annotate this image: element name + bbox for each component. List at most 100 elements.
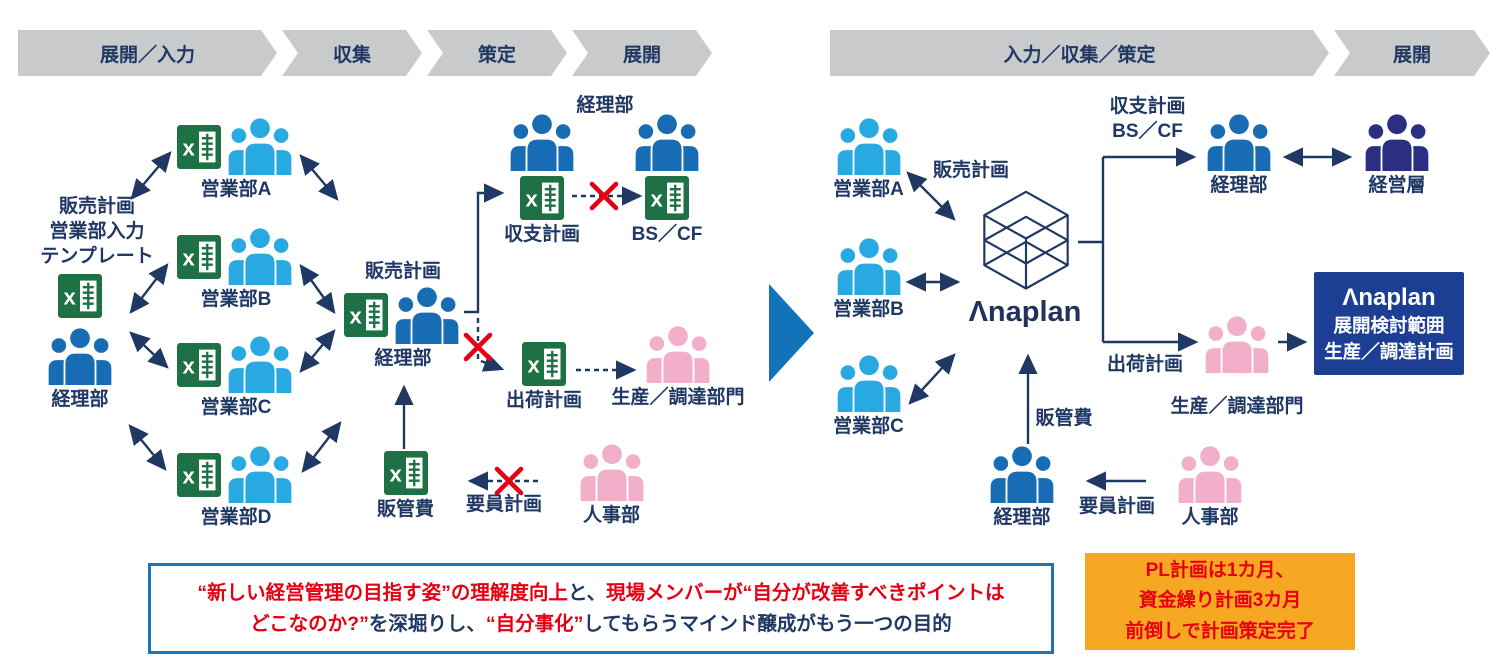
seisan-label: 生産／調達部門 xyxy=(1170,396,1304,417)
shushi-bscf-label: 収支計画 BS／CF xyxy=(1095,94,1200,144)
shukka-plan-label: 出荷計画 xyxy=(505,390,582,411)
dept-c-node-after: 営業部C xyxy=(826,355,911,439)
template-label-line: 営業部入力 xyxy=(49,221,145,243)
note-segment: と、 xyxy=(567,582,607,605)
stage-label: 入力／収集／策定 xyxy=(1003,44,1156,66)
keiri-label: 経理部 xyxy=(374,347,432,369)
note-segment: を深堀りし、 xyxy=(368,612,486,635)
people-icon xyxy=(987,446,1057,503)
stage-label: 策定 xyxy=(477,44,516,66)
purpose-note-box: “新しい経営管理の目指す姿”の理解度向上と、現場メンバーが“自分が改善すべきポイ… xyxy=(148,563,1054,654)
dept-c-label: 営業部C xyxy=(200,397,272,418)
hankanhi-label: 販管費 xyxy=(376,499,434,520)
stage-label: 収集 xyxy=(332,44,371,66)
jinji-node-after: 人事部 xyxy=(1170,446,1250,530)
note-segment: 現場メンバーが“自分が改善すべきポイントは xyxy=(606,582,1005,605)
dept-b-node: 営業部B xyxy=(175,228,297,312)
note-segment: “自分事化” xyxy=(485,612,584,635)
people-icon xyxy=(225,118,295,175)
yoin-plan-label-after: 要員計画 xyxy=(1078,496,1155,517)
excel-icon xyxy=(177,125,221,169)
stage-deploy: 展開 xyxy=(572,30,712,76)
result-highlight-box: PL計画は1カ月、 資金繰り計画3カ月 前倒しで計画策定完了 xyxy=(1085,553,1355,650)
template-label-line: 販売計画 xyxy=(58,196,135,217)
result-line: 資金繰り計画3カ月 xyxy=(1138,590,1302,612)
result-line: PL計画は1カ月、 xyxy=(1145,559,1295,581)
stage-deploy-input: 展開／入力 xyxy=(18,30,277,76)
stage-label: 展開 xyxy=(622,44,661,66)
hankanhi-label-after: 販管費 xyxy=(1035,408,1093,429)
people-icon xyxy=(392,287,462,344)
people-icon xyxy=(1204,114,1274,171)
anaplan-cube-icon xyxy=(976,190,1076,292)
scope-line: 生産／調達計画 xyxy=(1324,340,1454,362)
shukka-plan-label-after: 出荷計画 xyxy=(1106,354,1183,375)
yoin-plan-label: 要員計画 xyxy=(465,494,542,515)
dept-a-node-after: 営業部A xyxy=(826,118,911,202)
stage-formulate: 策定 xyxy=(427,30,567,76)
shushi-label-line: 収支計画 xyxy=(1109,96,1186,117)
stage-label: 展開／入力 xyxy=(99,44,195,66)
dept-d-label: 営業部D xyxy=(200,507,272,528)
people-icon xyxy=(1175,446,1245,503)
people-icon xyxy=(834,355,904,412)
people-icon xyxy=(507,114,577,171)
shushi-plan-node: 収支計画 xyxy=(492,114,592,247)
seisan-label: 生産／調達部門 xyxy=(611,387,745,408)
keiri-top-label: 経理部 xyxy=(576,95,634,116)
note-line-1: “新しい経営管理の目指す姿”の理解度向上と、現場メンバーが“自分が改善すべきポイ… xyxy=(151,578,1051,608)
excel-icon xyxy=(645,176,689,220)
sales-plan-hub-node: 販売計画 経理部 xyxy=(343,260,463,371)
keiei-label: 経営層 xyxy=(1368,175,1426,196)
jinji-node: 人事部 xyxy=(574,444,649,528)
note-segment: してもらうマインド醸成がもう一つの目的 xyxy=(583,612,952,635)
shushi-plan-label: 収支計画 xyxy=(503,224,580,245)
people-icon xyxy=(643,326,713,383)
sales-plan-label: 販売計画 xyxy=(364,261,441,282)
template-label-line: テンプレート xyxy=(40,246,154,268)
keiri-bottom-node-after: 経理部 xyxy=(982,446,1062,530)
keiri-label: 経理部 xyxy=(51,389,109,410)
note-segment: “新しい経営管理の目指す姿”の理解度向上 xyxy=(197,582,568,605)
shukka-plan-node: 出荷計画 xyxy=(494,342,594,413)
note-segment: どこなのか?” xyxy=(250,612,369,635)
excel-icon xyxy=(384,451,428,495)
people-icon xyxy=(225,336,295,393)
result-line: 前倒しで計画策定完了 xyxy=(1125,620,1315,642)
keiri-label: 経理部 xyxy=(993,507,1051,528)
transition-arrow-icon xyxy=(769,284,814,382)
bscf-label: BS／CF xyxy=(631,224,703,245)
dept-b-label: 営業部B xyxy=(833,299,904,320)
anaplan-wordmark: Λnaplan xyxy=(1342,284,1436,312)
dept-a-node: 営業部A xyxy=(175,118,297,202)
keiri-label: 経理部 xyxy=(1210,175,1268,196)
bscf-label-line: BS／CF xyxy=(1112,121,1183,143)
people-icon xyxy=(632,114,702,171)
excel-icon xyxy=(344,293,388,337)
jinji-label: 人事部 xyxy=(1181,507,1239,528)
people-icon xyxy=(834,238,904,295)
bscf-node: BS／CF xyxy=(617,114,717,247)
seisan-node: 生産／調達部門 xyxy=(603,326,753,410)
dept-c-node: 営業部C xyxy=(175,336,297,420)
template-label: 販売計画 営業部入力 テンプレート xyxy=(22,194,172,269)
seisan-node-after: 生産／調達部門 xyxy=(1157,316,1317,419)
people-icon xyxy=(577,444,647,501)
stage-deploy-after: 展開 xyxy=(1334,30,1490,76)
people-icon xyxy=(1202,316,1272,373)
excel-icon xyxy=(522,342,566,386)
anaplan-wordmark: Λnaplan xyxy=(968,296,1082,328)
stage-collect: 収集 xyxy=(282,30,422,76)
excel-icon xyxy=(520,176,564,220)
scope-line: 展開検討範囲 xyxy=(1333,315,1445,337)
stage-input-collect-formulate: 入力／収集／策定 xyxy=(830,30,1329,76)
excel-icon xyxy=(177,453,221,497)
people-icon xyxy=(45,328,115,385)
keiri-template-node: 経理部 xyxy=(40,328,120,412)
excel-icon xyxy=(58,274,102,318)
anaplan-scope-box: Λnaplan 展開検討範囲 生産／調達計画 xyxy=(1314,272,1464,375)
stage-label: 展開 xyxy=(1393,44,1432,66)
dept-a-label: 営業部A xyxy=(833,179,904,200)
excel-icon xyxy=(177,343,221,387)
dept-b-node-after: 営業部B xyxy=(826,238,911,322)
